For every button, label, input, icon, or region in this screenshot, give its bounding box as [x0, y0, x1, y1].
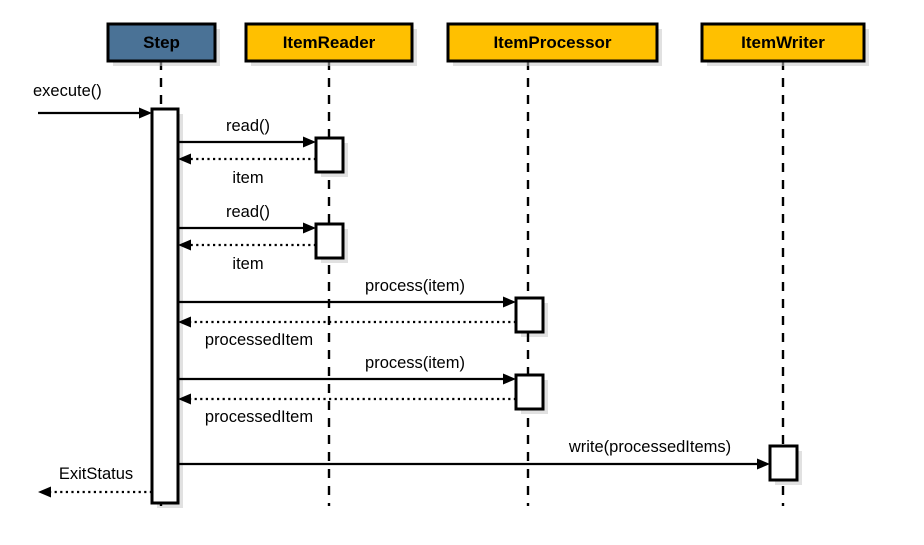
- participant-item-writer[interactable]: ItemWriter: [700, 22, 869, 66]
- activation-bar-reader-activation-1: [314, 136, 345, 174]
- message-processed-item-1: processedItem: [178, 316, 516, 349]
- participant-label-step: Step: [143, 33, 180, 52]
- message-label-processed-item-2: processedItem: [205, 408, 313, 426]
- message-process-1: process(item): [178, 277, 516, 308]
- participant-label-item-processor: ItemProcessor: [493, 33, 611, 52]
- message-label-item-1: item: [232, 169, 263, 187]
- message-item-1: item: [178, 153, 316, 187]
- message-label-read-1: read(): [226, 117, 270, 135]
- message-label-execute: execute(): [33, 82, 102, 100]
- participant-item-processor[interactable]: ItemProcessor: [446, 22, 662, 66]
- message-arrowhead-item-2: [178, 239, 191, 251]
- participant-box-item-reader[interactable]: [244, 22, 414, 63]
- message-label-process-2: process(item): [365, 354, 465, 372]
- message-item-2: item: [178, 239, 316, 273]
- message-processed-item-2: processedItem: [178, 393, 516, 426]
- activations-layer: [150, 107, 799, 505]
- message-arrowhead-exit-status: [38, 486, 51, 498]
- message-label-write-processed-items: write(processedItems): [568, 438, 731, 456]
- message-arrowhead-processed-item-2: [178, 393, 191, 405]
- message-arrowhead-write-processed-items: [757, 458, 770, 470]
- message-arrowhead-item-1: [178, 153, 191, 165]
- participant-label-item-writer: ItemWriter: [741, 33, 825, 52]
- message-arrowhead-read-2: [303, 222, 316, 234]
- message-arrowhead-processed-item-1: [178, 316, 191, 328]
- activation-bar-processor-activation-1: [514, 296, 545, 334]
- participant-box-item-processor[interactable]: [446, 22, 659, 63]
- message-arrowhead-process-2: [503, 373, 516, 385]
- message-label-exit-status: ExitStatus: [59, 465, 133, 483]
- message-arrowhead-execute: [139, 107, 152, 119]
- message-label-process-1: process(item): [365, 277, 465, 295]
- participant-headers-layer: Step ItemReader ItemProcessor ItemWriter: [106, 22, 869, 66]
- participant-step[interactable]: Step: [106, 22, 220, 66]
- participant-box-step[interactable]: [106, 22, 217, 63]
- message-arrowhead-read-1: [303, 136, 316, 148]
- message-read-2: read(): [178, 203, 316, 234]
- message-execute: execute(): [33, 82, 152, 119]
- activation-bar-step-activation: [150, 107, 180, 505]
- message-arrowhead-process-1: [503, 296, 516, 308]
- participant-label-item-reader: ItemReader: [283, 33, 376, 52]
- message-write-processed-items: write(processedItems): [178, 438, 770, 470]
- participant-item-reader[interactable]: ItemReader: [244, 22, 417, 66]
- message-process-2: process(item): [178, 354, 516, 385]
- message-read-1: read(): [178, 117, 316, 148]
- message-label-processed-item-1: processedItem: [205, 331, 313, 349]
- message-label-read-2: read(): [226, 203, 270, 221]
- activation-bar-reader-activation-2: [314, 222, 345, 260]
- message-exit-status: ExitStatus: [38, 465, 152, 498]
- activation-bar-writer-activation-1: [768, 444, 799, 482]
- messages-layer: execute() read() item read() item process(ite…: [33, 82, 770, 498]
- participant-box-item-writer[interactable]: [700, 22, 866, 63]
- activation-bar-processor-activation-2: [514, 373, 545, 411]
- message-label-item-2: item: [232, 255, 263, 273]
